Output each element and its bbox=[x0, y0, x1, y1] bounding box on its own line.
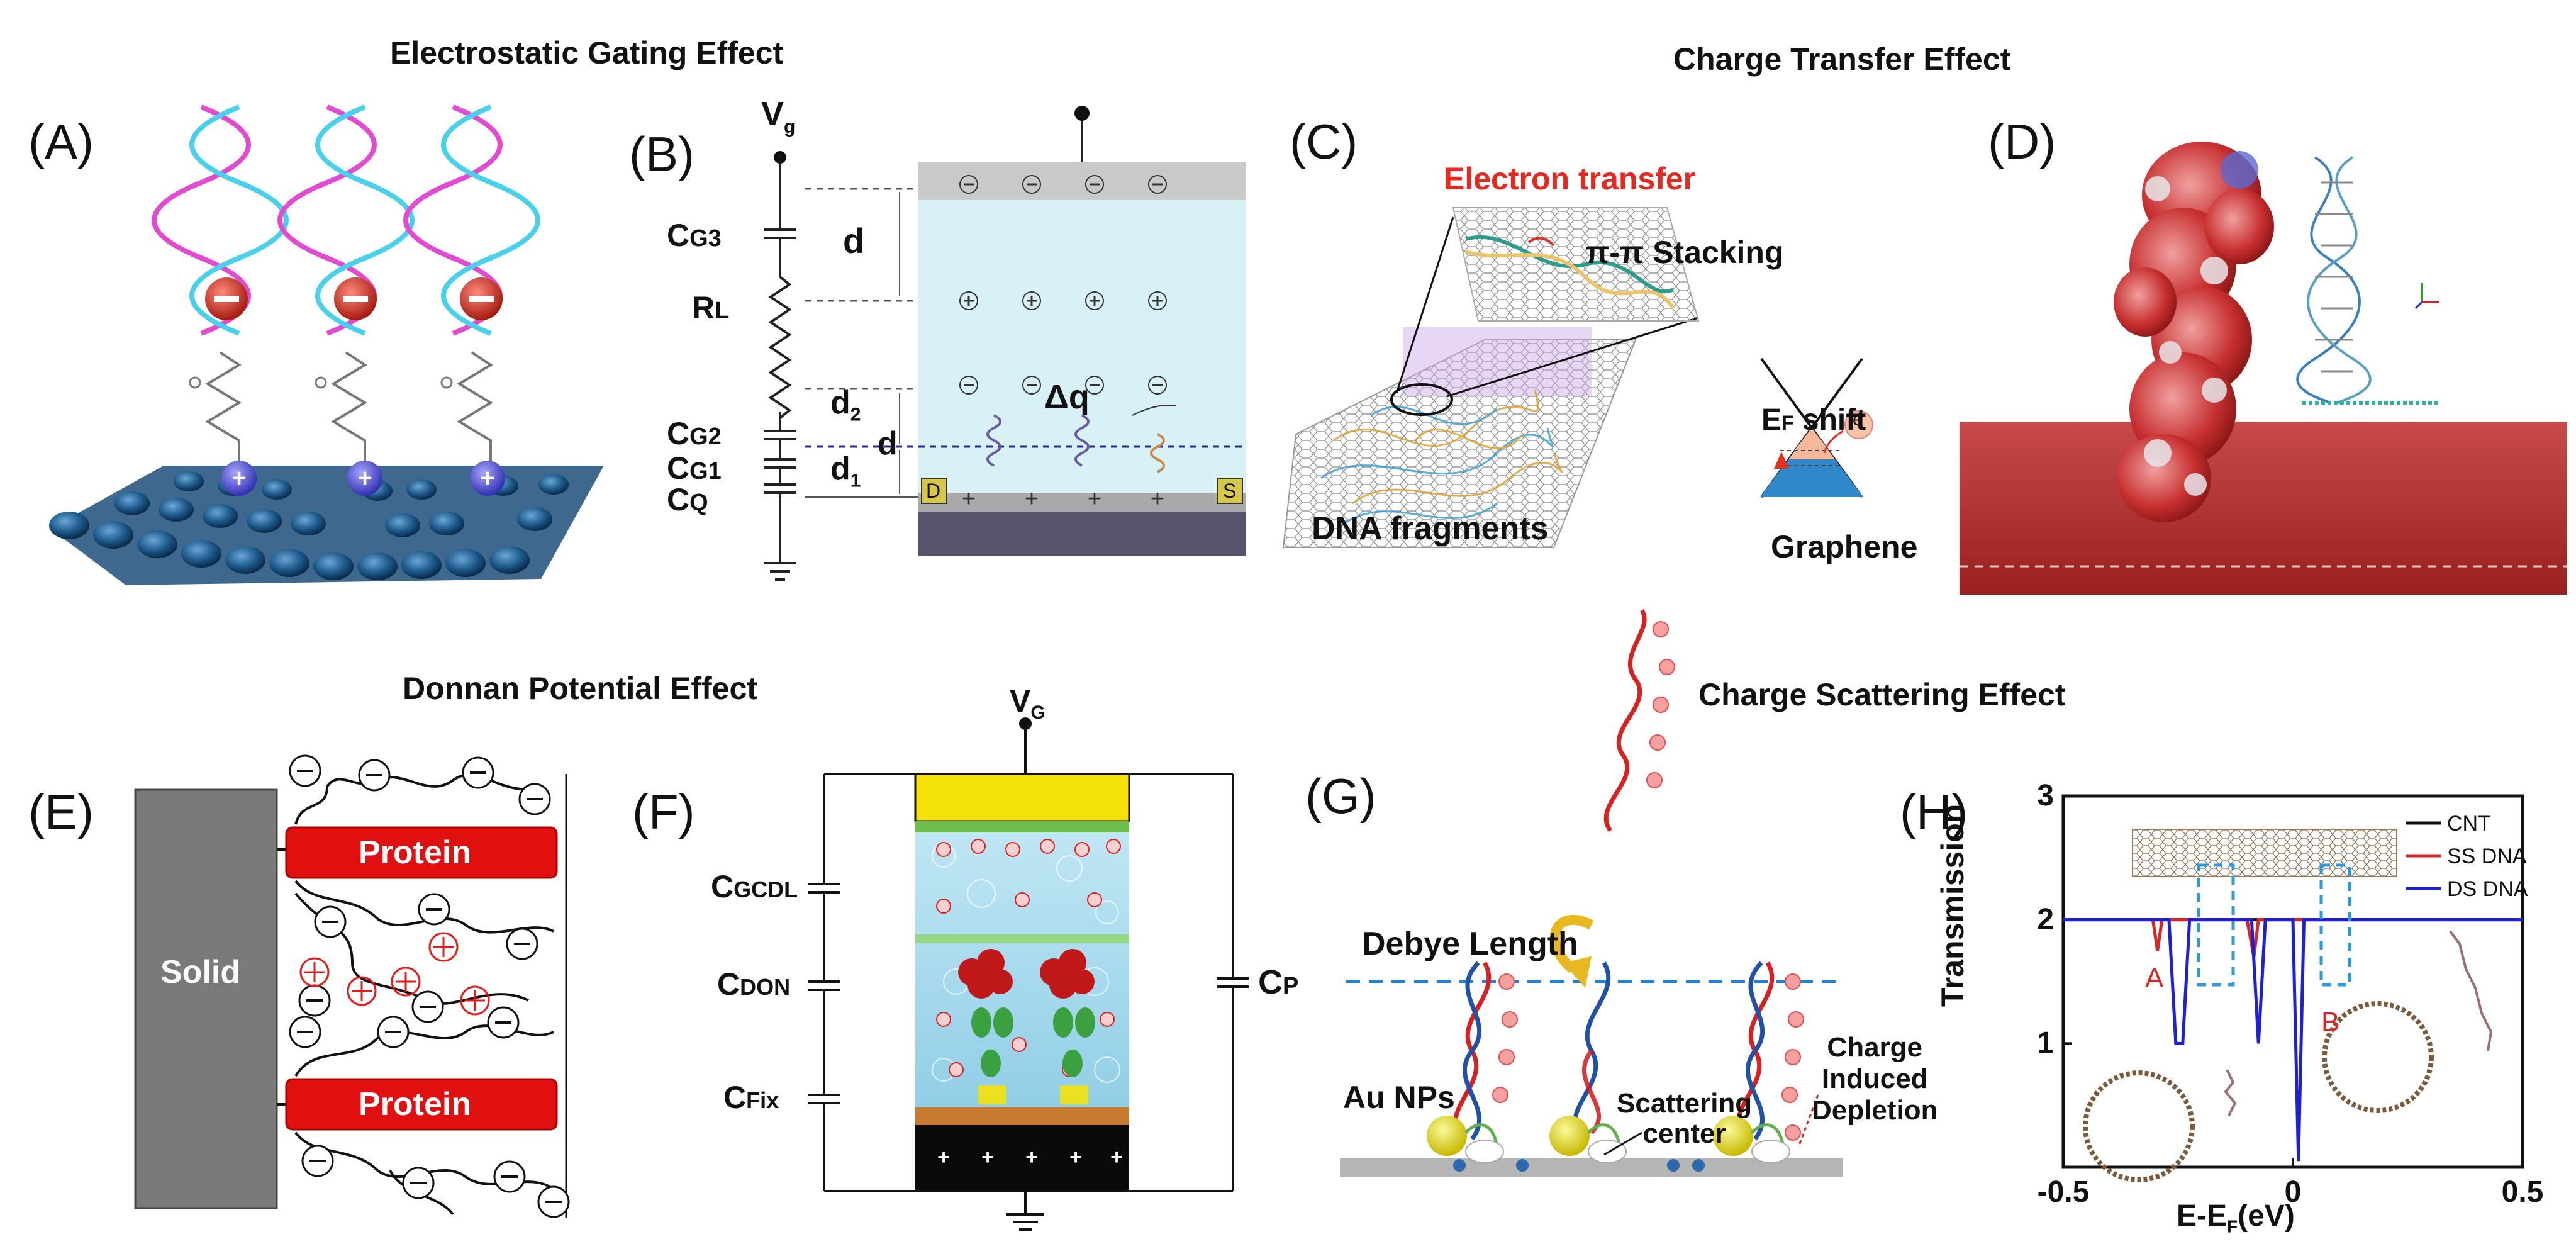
panel-label-d: (D) bbox=[1988, 114, 2056, 169]
svg-text:+: + bbox=[1151, 486, 1164, 512]
debye-length-label: Debye Length bbox=[1362, 926, 1578, 962]
svg-text:+: + bbox=[962, 486, 976, 512]
stacking-label: π-π Stacking bbox=[1585, 235, 1784, 270]
protein-bottom-label: Protein bbox=[359, 1086, 472, 1123]
series-line-ss-dna bbox=[2063, 918, 2523, 958]
legend-entry: DS DNA bbox=[2447, 877, 2528, 901]
electron-symbol: e bbox=[1853, 409, 1863, 430]
dna-fragments-label: DNA fragments bbox=[1312, 510, 1549, 547]
cq-label: CQ bbox=[667, 482, 708, 517]
svg-text:+: + bbox=[357, 464, 372, 492]
x-axis-label: E-EF(eV) bbox=[2177, 1199, 2295, 1236]
delta-q-label: Δq bbox=[1044, 378, 1090, 416]
au-nps-label: Au NPs bbox=[1343, 1080, 1455, 1115]
d2-label: d2 bbox=[830, 384, 861, 425]
cfix-label: CFix bbox=[723, 1080, 779, 1115]
ef-shift-label: EF shift bbox=[1761, 403, 1866, 437]
electron-transfer-label: Electron transfer bbox=[1444, 161, 1696, 196]
y-tick-label: 1 bbox=[2037, 1026, 2054, 1060]
drain-label: D bbox=[926, 479, 941, 502]
protein-top-label: Protein bbox=[359, 834, 472, 871]
panel-label-b: (B) bbox=[629, 126, 694, 182]
legend-entry: CNT bbox=[2447, 812, 2491, 836]
panel-label-f: (F) bbox=[632, 784, 695, 839]
graphene-label: Graphene bbox=[1771, 529, 1918, 564]
svg-text:+: + bbox=[1069, 1145, 1082, 1169]
legend-entry: SS DNA bbox=[2447, 844, 2527, 868]
annotation-a: A bbox=[2145, 963, 2164, 994]
panel-label-a: (A) bbox=[28, 114, 94, 169]
panel-label-e: (E) bbox=[28, 784, 94, 839]
series-line-ds-dna bbox=[2063, 918, 2523, 1162]
source-label: S bbox=[1223, 479, 1237, 502]
solid-label: Solid bbox=[160, 954, 241, 990]
cgcdl-label: CGCDL bbox=[711, 869, 798, 904]
svg-text:+: + bbox=[937, 1145, 950, 1169]
vg-label: Vg bbox=[761, 95, 796, 137]
annotation-b: B bbox=[2321, 1007, 2340, 1038]
svg-text:+: + bbox=[1088, 486, 1101, 512]
cg1-label: CG1 bbox=[667, 451, 722, 486]
svg-text:+: + bbox=[1025, 486, 1039, 512]
svg-text:+: + bbox=[1025, 1145, 1038, 1169]
vg-label-f: VG bbox=[1010, 683, 1045, 723]
section-title-charge-transfer: Charge Transfer Effect bbox=[1673, 42, 2011, 77]
cg3-label: CG3 bbox=[667, 218, 722, 253]
d-mid-label: d bbox=[878, 425, 898, 462]
svg-text:+: + bbox=[480, 464, 494, 492]
x-tick-label: -0.5 bbox=[2037, 1175, 2090, 1209]
svg-text:+: + bbox=[1110, 1145, 1123, 1169]
d1-label: d1 bbox=[830, 451, 861, 491]
svg-text:+: + bbox=[231, 464, 246, 492]
panel-label-h: (H) bbox=[1900, 784, 1968, 839]
cp-label: CP bbox=[1258, 963, 1299, 1001]
section-title-scattering: Charge Scattering Effect bbox=[1698, 677, 2066, 712]
panel-label-g: (G) bbox=[1305, 768, 1376, 824]
d-label: d bbox=[843, 221, 865, 261]
y-tick-label: 2 bbox=[2037, 902, 2054, 936]
section-title-donnan: Donnan Potential Effect bbox=[403, 671, 757, 706]
y-tick-label: 3 bbox=[2037, 779, 2054, 812]
panel-label-c: (C) bbox=[1290, 114, 1358, 169]
cdon-label: CDON bbox=[717, 967, 791, 1002]
section-title-electrostatic: Electrostatic Gating Effect bbox=[390, 35, 784, 70]
x-tick-label: 0 bbox=[2284, 1175, 2302, 1209]
rl-label: RL bbox=[692, 290, 730, 325]
cg2-label: CG2 bbox=[667, 416, 722, 451]
x-tick-label: 0.5 bbox=[2501, 1175, 2544, 1209]
graphene-sheet bbox=[49, 466, 604, 585]
y-axis-label: Transmission bbox=[1935, 804, 1970, 1007]
svg-text:+: + bbox=[981, 1145, 994, 1169]
